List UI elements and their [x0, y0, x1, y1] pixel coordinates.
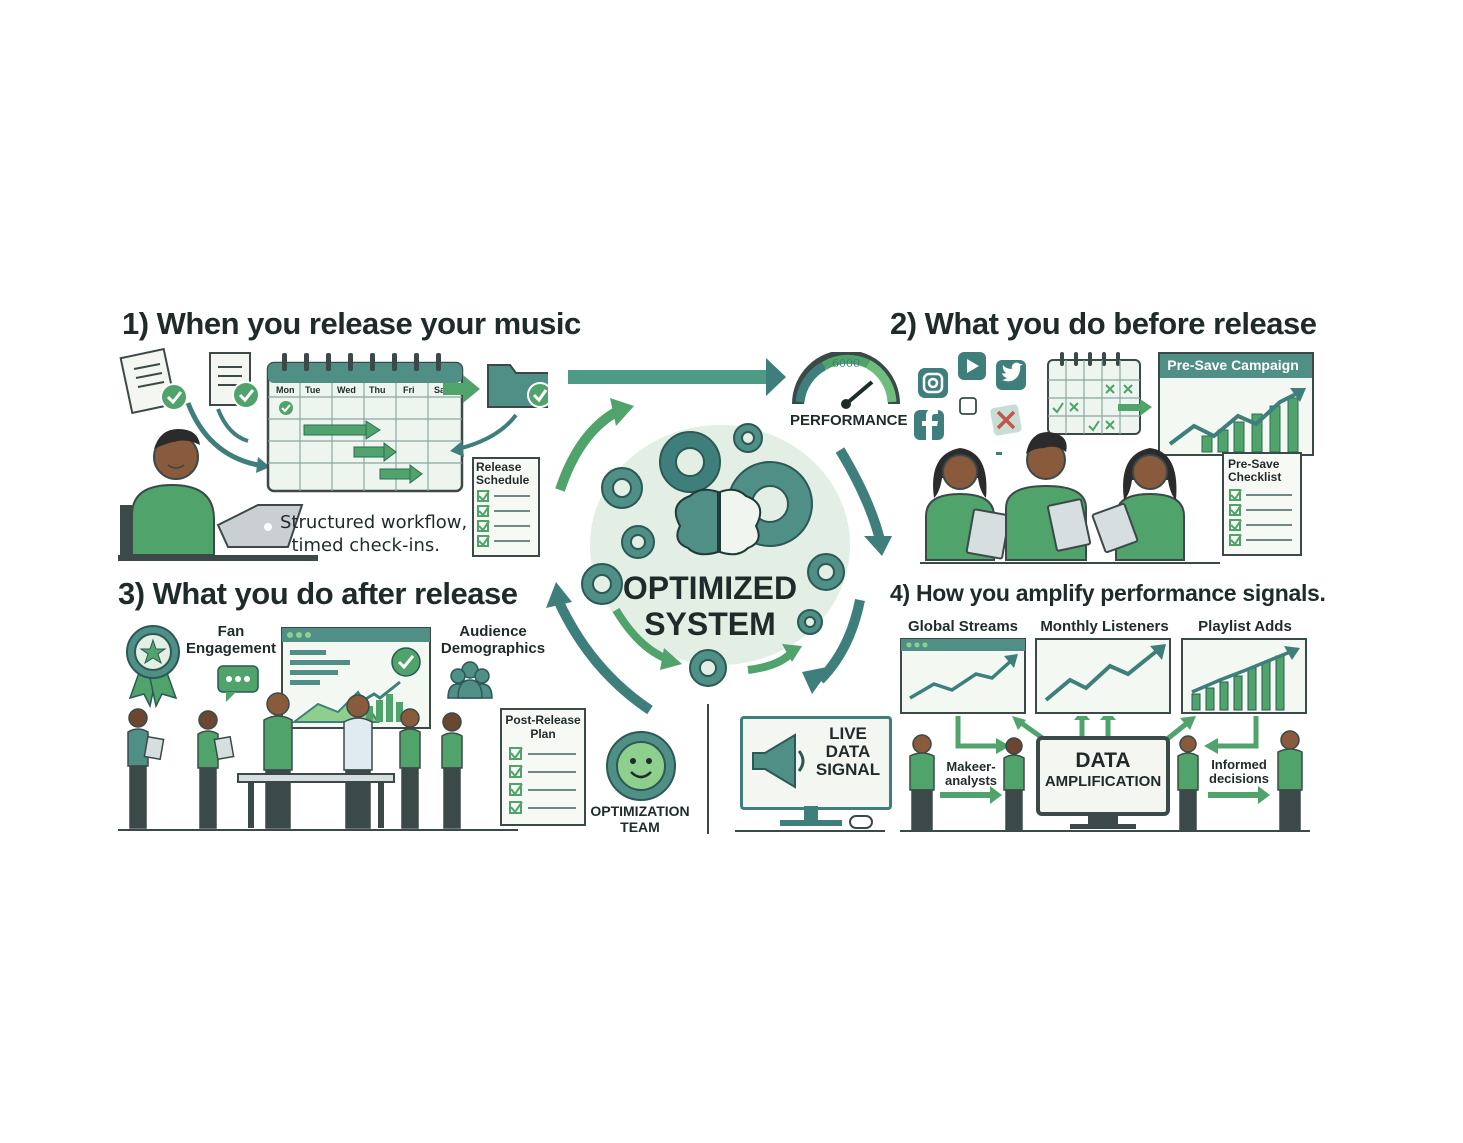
person-laptop-illustration: [118, 429, 318, 561]
live-data-label-3: SIGNAL: [815, 760, 881, 779]
section-1-title: 1) When you release your music: [122, 306, 581, 341]
blocked-icon: [990, 404, 1022, 436]
gear-icon: [807, 553, 845, 591]
optimization-team-badge: [600, 728, 682, 804]
chart-label-2: Playlist Adds: [1198, 618, 1292, 635]
chart-label-0: Global Streams: [907, 618, 1019, 635]
gauge-icon: [792, 350, 900, 409]
live-data-monitor: LIVE DATA SIGNAL: [740, 716, 892, 810]
section-2-team-illustration: [920, 420, 1220, 565]
gear-icon: [689, 649, 727, 687]
monitor-stand: [760, 806, 873, 830]
calendar-day-3: Thu: [369, 385, 386, 395]
pre-save-checklist-label-2: Checklist: [1228, 470, 1282, 484]
calendar-icon: [266, 353, 464, 493]
data-amplification-label-1: DATA: [1075, 749, 1131, 772]
brain-icon: [674, 488, 762, 556]
people-icon: [447, 661, 493, 699]
release-schedule-card: Release Schedule: [472, 457, 540, 557]
release-schedule-label-2: Schedule: [476, 473, 530, 487]
calendar-day-4: Fri: [403, 385, 415, 395]
live-data-label-2: DATA: [825, 742, 871, 761]
instagram-icon: [918, 368, 948, 398]
calendar-icon: [1047, 352, 1152, 435]
social-icons: [910, 348, 1050, 466]
release-schedule-label-1: Release: [476, 460, 522, 474]
chart-label-1: Monthly Listeners: [1040, 618, 1169, 635]
campaign-chart-icon: [1168, 388, 1306, 453]
informed-decisions-label-2: decisions: [1209, 771, 1269, 786]
checklist-icon: [477, 490, 530, 547]
global-streams-chart: [900, 638, 1026, 714]
megaphone-icon: [752, 733, 805, 789]
youtube-icon: [958, 352, 986, 380]
maker-analysts-label-1: Makeer-: [946, 759, 996, 774]
document-check-icon: [119, 347, 188, 415]
checklist-icon: [509, 747, 576, 814]
post-release-plan-label-2: Plan: [530, 727, 556, 741]
audience-label-2: Demographics: [440, 640, 546, 657]
optimization-team-label-1: OPTIMIZATION: [590, 803, 690, 819]
badge-icon: [126, 625, 180, 709]
calendar-day-2: Wed: [337, 385, 356, 395]
pre-save-campaign-title: Pre-Save Campaign: [1167, 357, 1299, 373]
pre-save-checklist-label-1: Pre-Save: [1228, 457, 1280, 471]
twitter-icon: [996, 360, 1026, 390]
gear-icon: [797, 609, 823, 635]
monitor-icon: [1036, 736, 1170, 829]
post-release-plan-card: Post-Release Plan: [500, 708, 586, 826]
data-amplification-label-2: AMPLIFICATION: [1044, 773, 1162, 790]
fan-engagement-label-1: Fan: [217, 623, 245, 640]
optimized-system-cycle: [530, 340, 910, 740]
audience-label-1: Audience: [459, 623, 527, 640]
pre-save-campaign-panel: Pre-Save Campaign: [1158, 352, 1314, 456]
playlist-adds-chart: [1181, 638, 1307, 714]
informed-decisions-label-1: Informed: [1211, 757, 1267, 772]
live-data-label-1: LIVE: [829, 724, 867, 743]
section-1-illustration: Mon Tue Wed Thu Fri Sat: [118, 345, 553, 565]
checklist-icon: [1229, 489, 1292, 546]
gear-icon: [659, 431, 721, 493]
calendar-day-5: Sat: [434, 385, 448, 395]
calendar-day-0: Mon: [276, 385, 295, 395]
document-check-icon: [209, 352, 260, 409]
calendar-day-1: Tue: [305, 385, 320, 395]
performance-gauge: 6000: [790, 350, 902, 434]
section-4-title: 4) How you amplify performance signals.: [890, 580, 1326, 606]
monthly-listeners-chart: [1035, 638, 1171, 714]
center-title-1: OPTIMIZED: [622, 570, 798, 606]
center-title-2: SYSTEM: [644, 606, 776, 642]
pre-save-checklist-card: Pre-Save Checklist: [1222, 452, 1302, 556]
section-2-title: 2) What you do before release: [890, 306, 1317, 341]
section-3-illustration: [118, 620, 518, 832]
facebook-icon: [914, 409, 944, 440]
smiley-gear-icon: [606, 731, 676, 801]
fan-engagement-label-2: Engagement: [186, 640, 277, 657]
gauge-label: PERFORMANCE: [790, 412, 908, 429]
post-release-plan-label-1: Post-Release: [505, 713, 581, 727]
gear-icon: [621, 525, 655, 559]
section-4-illustration: [900, 710, 1310, 834]
gear-icon: [581, 563, 623, 605]
maker-analysts-label-2: analysts: [944, 773, 998, 788]
gear-icon: [601, 467, 643, 509]
chat-icon: [217, 665, 259, 702]
section-1-note-2: timed check-ins.: [291, 535, 440, 556]
pre-save-calendar: [1044, 350, 1156, 438]
gear-icon: [733, 423, 763, 453]
optimization-team-label-2: TEAM: [620, 819, 660, 835]
divider: [707, 704, 709, 834]
section-4-charts: [900, 638, 1310, 716]
gauge-value: 6000: [832, 357, 860, 370]
section-3-title: 3) What you do after release: [118, 576, 518, 611]
section-1-note-1: Structured workflow,: [280, 512, 468, 533]
